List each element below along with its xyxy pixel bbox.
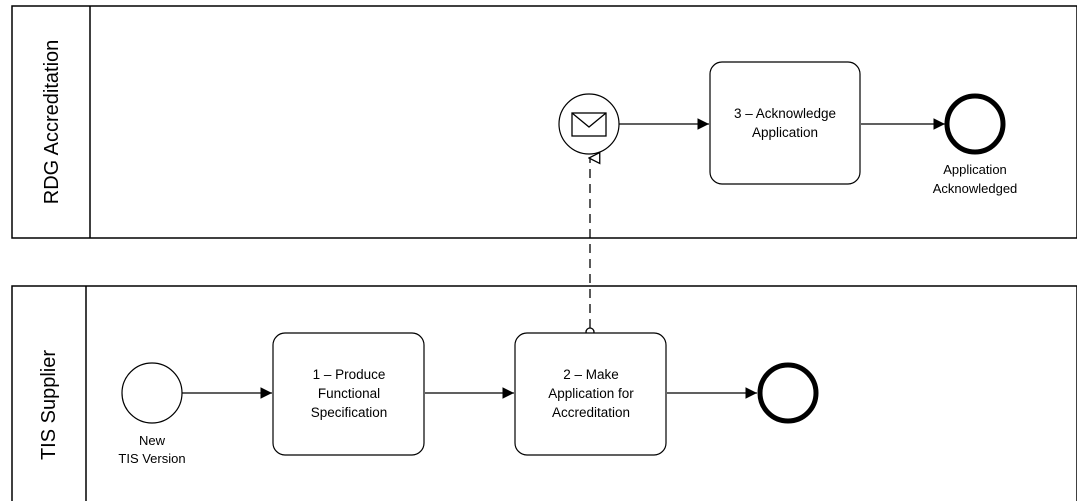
end-event-tis xyxy=(757,362,819,424)
task3-label-line2: Application xyxy=(752,125,818,140)
start-event-new-tis-version: New TIS Version xyxy=(118,362,186,466)
message-start-event xyxy=(558,93,620,155)
end-event-label-line2: Acknowledged xyxy=(933,181,1018,196)
task2-label-line2: Application for xyxy=(548,386,634,401)
task2-label-line1: 2 – Make xyxy=(563,367,619,382)
task1-label-line3: Specification xyxy=(311,405,388,420)
task-produce-functional-specification: 1 – Produce Functional Specification xyxy=(272,332,425,456)
envelope-icon xyxy=(571,112,607,137)
start-event-label-line2: TIS Version xyxy=(118,451,185,466)
pool-label-tis: TIS Supplier xyxy=(38,350,60,460)
pool-rdg-accreditation: RDG Accreditation xyxy=(11,5,1077,239)
pool-label-rdg: RDG Accreditation xyxy=(41,40,63,205)
task1-label-line1: 1 – Produce xyxy=(313,367,386,382)
task-make-application: 2 – Make Application for Accreditation xyxy=(514,332,667,456)
start-event-label-line1: New xyxy=(139,433,166,448)
task3-label-line1: 3 – Acknowledge xyxy=(734,106,836,121)
task1-label-line2: Functional xyxy=(318,386,380,401)
end-event-label-line1: Application xyxy=(943,162,1007,177)
task2-label-line3: Accreditation xyxy=(552,405,630,420)
end-event-application-acknowledged: Application Acknowledged xyxy=(933,93,1018,196)
task-acknowledge-application: 3 – Acknowledge Application xyxy=(709,61,861,185)
